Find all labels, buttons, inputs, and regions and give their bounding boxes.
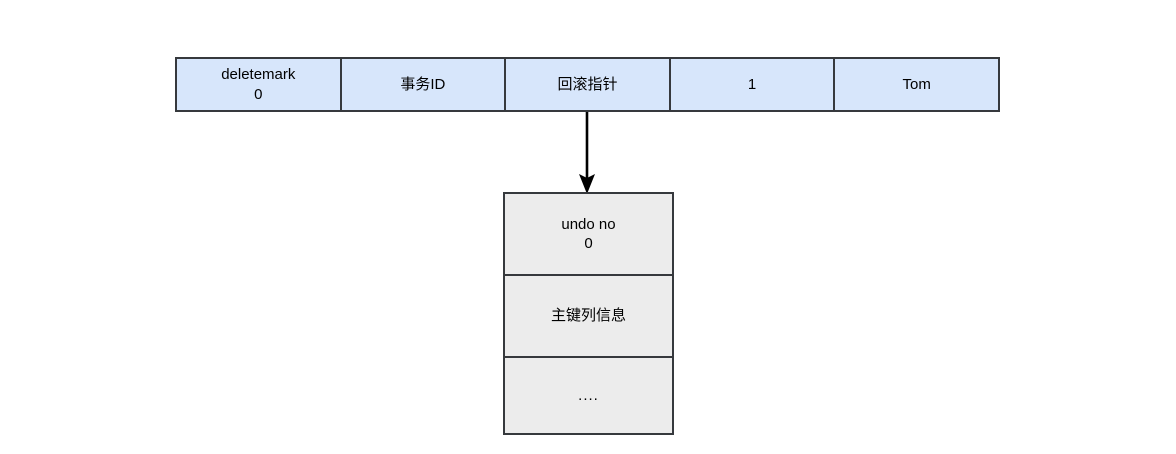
undo-row-primary-key-columns-line1: 主键列信息: [550, 307, 626, 325]
record-cell-deletemark-line1: deletemark: [221, 66, 296, 84]
record-cell-trx-id[interactable]: 事务ID: [341, 59, 507, 110]
undo-row-primary-key-columns[interactable]: 主键列信息: [505, 276, 672, 358]
record-cell-col-id-line1: 1: [747, 75, 757, 93]
undo-row-more-line1: ....: [578, 386, 599, 404]
undo-row-undo-no-line2: 0: [584, 235, 593, 252]
clustered-index-record-row: deletemark 0 事务ID 回滚指针 1 Tom: [175, 57, 1000, 112]
record-cell-deletemark-line2: 0: [254, 85, 263, 103]
record-cell-trx-id-line1: 事务ID: [400, 75, 446, 93]
record-cell-col-name-line1: Tom: [902, 75, 931, 93]
arrowhead-icon: [579, 174, 595, 194]
record-cell-roll-pointer[interactable]: 回滚指针: [506, 59, 671, 110]
record-cell-col-id[interactable]: 1: [670, 59, 836, 110]
record-cell-roll-pointer-line1: 回滚指针: [557, 75, 618, 93]
undo-row-more[interactable]: ....: [505, 358, 672, 433]
record-cell-col-name[interactable]: Tom: [835, 59, 998, 110]
undo-row-undo-no[interactable]: undo no 0: [505, 194, 672, 276]
record-cell-deletemark[interactable]: deletemark 0: [177, 59, 342, 110]
undo-log-record-box: undo no 0 主键列信息 ....: [503, 192, 674, 435]
undo-row-undo-no-line1: undo no: [561, 215, 616, 233]
roll-pointer-to-undo-arrow: [579, 112, 595, 194]
